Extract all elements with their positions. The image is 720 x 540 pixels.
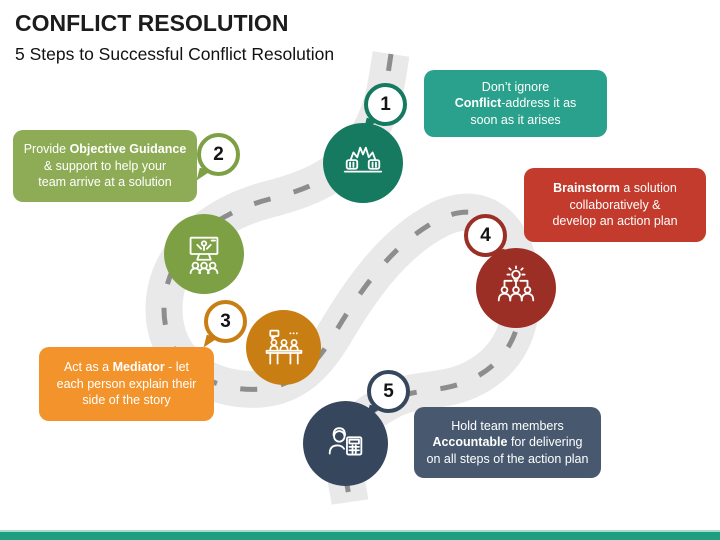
step2-number: 2 — [213, 144, 224, 165]
step2-number-badge: 2 — [196, 133, 240, 184]
step2-callout: Provide Objective Guidance& support to h… — [13, 130, 197, 202]
step1-marker — [323, 123, 403, 203]
brainstorm-icon — [497, 265, 535, 302]
step3-number-badge: 3 — [203, 300, 247, 351]
footer-accent-line — [0, 530, 720, 532]
meeting-icon — [265, 329, 302, 364]
accountable-icon — [328, 426, 362, 455]
step3-marker — [246, 310, 321, 385]
conflict-icon — [343, 146, 383, 173]
step5-marker — [303, 401, 388, 486]
step5-number-badge: 5 — [366, 370, 410, 421]
slide-subtitle: 5 Steps to Successful Conflict Resolutio… — [15, 44, 335, 64]
step1-number-badge: 1 — [363, 83, 407, 134]
step2-callout-text: Provide Objective Guidance& support to h… — [23, 142, 187, 190]
step1-number: 1 — [380, 94, 391, 115]
presentation-icon — [189, 236, 219, 275]
step2-marker — [164, 214, 244, 294]
step3-number: 3 — [220, 311, 231, 332]
step4-marker — [476, 248, 556, 328]
slide-title: CONFLICT RESOLUTION — [15, 10, 289, 36]
step4-number-badge: 4 — [464, 214, 508, 265]
step5-number: 5 — [383, 381, 394, 402]
step4-number: 4 — [480, 225, 491, 246]
footer-bar — [0, 532, 720, 540]
